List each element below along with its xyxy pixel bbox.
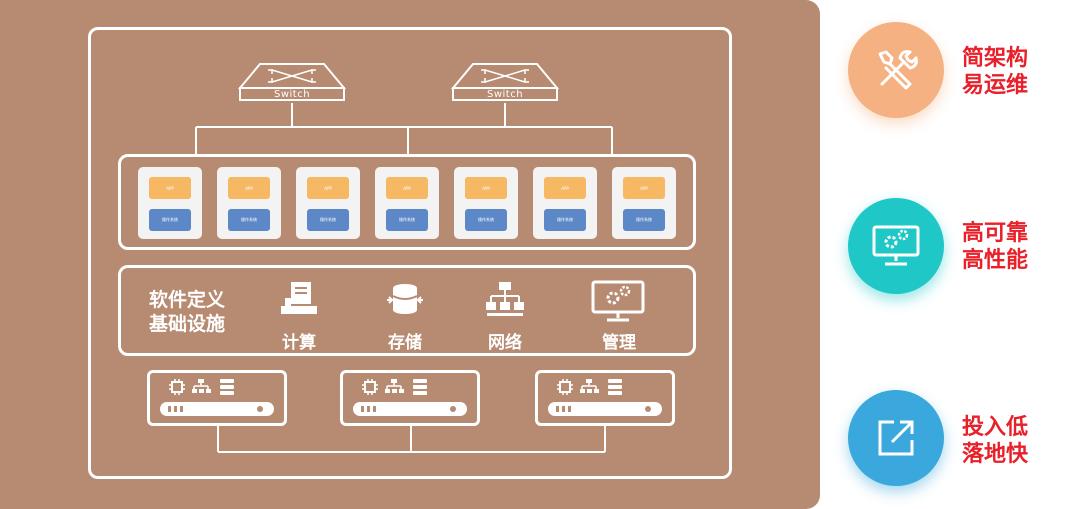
switch-right: Switch bbox=[450, 62, 560, 102]
switch-left: Switch bbox=[237, 62, 347, 102]
feature-circle-cost bbox=[848, 390, 944, 486]
vm-app-block: APP bbox=[465, 177, 507, 199]
sdi-item-compute: 计算 bbox=[259, 278, 339, 353]
feature-text-reliable: 高可靠 高性能 bbox=[962, 220, 1062, 274]
vm-card: APP 操作系统 bbox=[296, 167, 360, 239]
server-icon bbox=[548, 379, 662, 416]
vm-os-block: 操作系统 bbox=[228, 209, 270, 231]
sdi-title: 软件定义 基础设施 bbox=[149, 288, 239, 336]
vm-card: APP 操作系统 bbox=[375, 167, 439, 239]
feature-line: 高可靠 bbox=[962, 221, 1029, 246]
vm-app-block: APP bbox=[386, 177, 428, 199]
feature-line: 投入低 bbox=[962, 415, 1029, 440]
sdi-item-label: 管理 bbox=[602, 333, 636, 353]
feature-line: 落地快 bbox=[962, 442, 1029, 467]
switch-icon bbox=[237, 63, 347, 101]
vm-app-block: APP bbox=[623, 177, 665, 199]
sdi-title-line2: 基础设施 bbox=[149, 313, 226, 335]
switch-label: Switch bbox=[273, 89, 311, 100]
feature-text-simple: 简架构 易运维 bbox=[962, 45, 1062, 99]
sdi-item-label: 计算 bbox=[282, 333, 316, 353]
tools-icon bbox=[878, 50, 918, 90]
network-icon bbox=[486, 282, 524, 316]
monitor-gear-icon bbox=[591, 280, 645, 322]
vm-os-block: 操作系统 bbox=[307, 209, 349, 231]
sdi-item-label: 存储 bbox=[388, 333, 422, 353]
vm-card: APP 操作系统 bbox=[217, 167, 281, 239]
external-link-icon bbox=[878, 420, 914, 456]
server-node bbox=[535, 370, 675, 426]
feature-line: 高性能 bbox=[962, 248, 1029, 273]
feature-circle-reliable bbox=[848, 198, 944, 294]
vm-os-block: 操作系统 bbox=[149, 209, 191, 231]
vm-app-block: APP bbox=[544, 177, 586, 199]
feature-text-cost: 投入低 落地快 bbox=[962, 414, 1062, 468]
monitor-gear-icon bbox=[872, 225, 920, 266]
sdi-title-line1: 软件定义 bbox=[149, 289, 226, 311]
sdi-item-label: 网络 bbox=[488, 333, 522, 353]
vm-os-block: 操作系统 bbox=[544, 209, 586, 231]
vm-app-block: APP bbox=[228, 177, 270, 199]
connection-lines bbox=[195, 103, 613, 453]
vm-app-block: APP bbox=[307, 177, 349, 199]
vm-card: APP 操作系统 bbox=[612, 167, 676, 239]
switch-label: Switch bbox=[486, 89, 524, 100]
vm-card: APP 操作系统 bbox=[454, 167, 518, 239]
server-node bbox=[147, 370, 287, 426]
vm-card: APP 操作系统 bbox=[533, 167, 597, 239]
server-icon bbox=[353, 379, 467, 416]
vm-os-block: 操作系统 bbox=[386, 209, 428, 231]
vm-os-block: 操作系统 bbox=[623, 209, 665, 231]
feature-line: 简架构 bbox=[962, 46, 1029, 71]
sdi-layer: 软件定义 基础设施 计算 存储 bbox=[118, 265, 696, 356]
virtual-machine-row: APP 操作系统 APP 操作系统 APP 操作系统 APP 操作系统 APP … bbox=[118, 154, 696, 250]
server-node bbox=[340, 370, 480, 426]
vm-app-block: APP bbox=[149, 177, 191, 199]
sdi-item-storage: 存储 bbox=[365, 278, 445, 353]
switch-icon bbox=[450, 63, 560, 101]
feature-circle-simple bbox=[848, 22, 944, 118]
sdi-item-network: 网络 bbox=[465, 278, 545, 353]
feature-line: 易运维 bbox=[962, 73, 1029, 98]
architecture-frame bbox=[88, 27, 732, 479]
vm-card: APP 操作系统 bbox=[138, 167, 202, 239]
sdi-item-management: 管理 bbox=[579, 278, 659, 353]
vm-os-block: 操作系统 bbox=[465, 209, 507, 231]
storage-icon bbox=[387, 284, 423, 314]
architecture-panel: Switch Switch APP 操作系统 APP 操作系统 A bbox=[0, 0, 820, 509]
server-icon bbox=[160, 379, 274, 416]
server-stack-icon bbox=[281, 282, 317, 314]
